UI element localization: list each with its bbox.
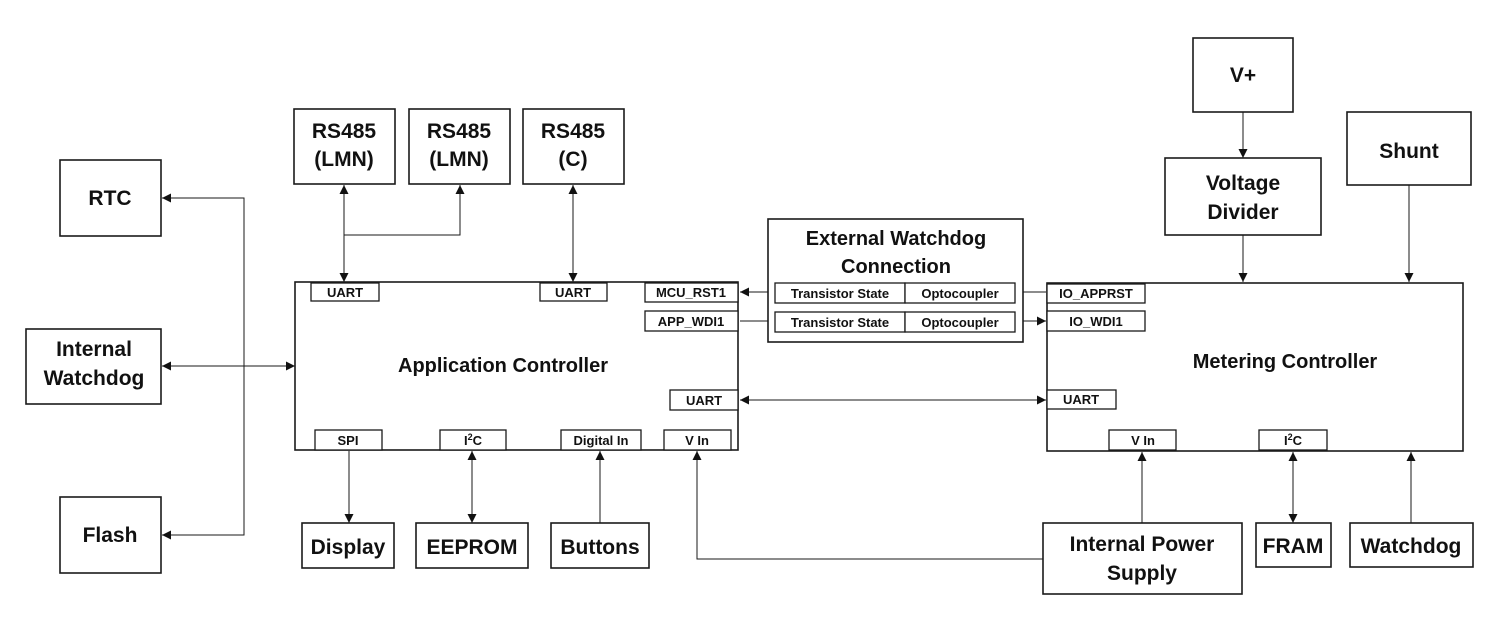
voltage-divider-label-2: Divider [1207,201,1278,224]
rs485-lmn-1-label-1: RS485 [312,120,377,143]
application-controller-label: Application Controller [398,355,608,377]
fram-block: FRAM [1255,522,1332,568]
connectors [162,112,1416,560]
v-in-app-pin: V In [663,429,732,451]
mcu-rst1-pin: MCU_RST1 [644,282,739,303]
transistor-state-cell-2: Transistor State [774,311,906,333]
rs485-c-block: RS485 (C) [522,108,625,185]
fram-label: FRAM [1263,535,1324,558]
external-watchdog-label-1: External Watchdog [806,228,986,250]
digital-in-pin: Digital In [560,429,642,451]
buttons-block: Buttons [550,522,650,569]
watchdog-block: Watchdog [1349,522,1474,568]
metering-controller-label: Metering Controller [1193,351,1378,373]
application-controller-block: Application Controller UART UART MCU_RST… [294,281,739,451]
rs485-lmn-2-label-2: (LMN) [429,148,488,171]
bus-to-flash [162,366,245,540]
rs485-c-label-1: RS485 [541,120,606,143]
watchdog-label: Watchdog [1361,535,1462,558]
flash-block: Flash [59,496,162,574]
app-uart-pin-3: UART [669,389,739,411]
v-in-meter-pin-label: V In [1131,433,1155,448]
spi-pin-label: SPI [338,433,359,448]
io-wdi1-pin: IO_WDI1 [1046,310,1146,332]
optocoupler-1-label: Optocoupler [921,286,998,301]
app-uart-pin-2: UART [539,282,608,302]
eeprom-block: EEPROM [415,522,529,569]
internal-watchdog-label-1: Internal [56,338,132,361]
i2c-app-pin-label: I2C [464,432,483,448]
transistor-state-cell-1: Transistor State [774,282,906,304]
internal-power-supply-label-1: Internal Power [1070,533,1215,556]
shunt-block: Shunt [1346,111,1472,186]
external-watchdog-label-2: Connection [841,256,951,278]
io-apprst-pin: IO_APPRST [1046,283,1146,304]
app-wdi1-pin: APP_WDI1 [644,310,739,332]
meter-uart-pin: UART [1046,389,1117,410]
shunt-label: Shunt [1379,140,1438,163]
voltage-divider-label-1: Voltage [1206,172,1280,195]
transistor-state-2-label: Transistor State [791,315,889,330]
spi-pin: SPI [314,429,383,451]
io-wdi1-pin-label: IO_WDI1 [1069,314,1122,329]
voltage-divider-block: Voltage Divider [1164,157,1322,236]
display-block: Display [301,522,395,569]
app-uart-pin-1-label: UART [327,285,363,300]
app-wdi1-pin-label: APP_WDI1 [658,314,724,329]
v-plus-block: V+ [1192,37,1294,113]
rs485-lmn-1-label-2: (LMN) [314,148,373,171]
rtc-block: RTC [59,159,162,237]
rs485-lmn-2-label-1: RS485 [427,120,492,143]
rs485-c-label-2: (C) [558,148,587,171]
flash-label: Flash [83,524,138,547]
internal-power-supply-block: Internal Power Supply [1042,522,1243,595]
power-to-app-v-in [692,451,1043,560]
io-apprst-pin-label: IO_APPRST [1059,286,1133,301]
optocoupler-cell-2: Optocoupler [904,311,1016,333]
external-watchdog-block: External Watchdog Connection Transistor … [767,218,1024,343]
i2c-app-pin: I2C [439,429,507,451]
i2c-meter-pin: I2C [1258,429,1328,451]
internal-watchdog-label-2: Watchdog [44,367,145,390]
rs485-lmn-block-1: RS485 (LMN) [293,108,396,185]
metering-controller-block: Metering Controller IO_APPRST IO_WDI1 UA… [1046,282,1464,452]
meter-uart-pin-label: UART [1063,392,1099,407]
transistor-state-1-label: Transistor State [791,286,889,301]
app-uart-pin-2-label: UART [555,285,591,300]
optocoupler-2-label: Optocoupler [921,315,998,330]
buttons-label: Buttons [560,536,639,559]
mcu-rst1-pin-label: MCU_RST1 [656,285,726,300]
app-uart-pin-3-label: UART [686,393,722,408]
rs485-lmn-2-link [344,185,465,236]
v-in-meter-pin: V In [1108,429,1177,451]
optocoupler-cell-1: Optocoupler [904,282,1016,304]
digital-in-pin-label: Digital In [574,433,629,448]
display-label: Display [311,536,386,559]
v-in-app-pin-label: V In [685,433,709,448]
rtc-label: RTC [88,187,131,210]
rs485-lmn-block-2: RS485 (LMN) [408,108,511,185]
app-uart-pin-1: UART [310,282,380,302]
internal-power-supply-label-2: Supply [1107,562,1177,585]
v-plus-label: V+ [1230,64,1256,87]
internal-watchdog-block: Internal Watchdog [25,328,162,405]
i2c-meter-pin-label: I2C [1284,432,1303,448]
eeprom-label: EEPROM [426,536,517,559]
bus-to-rtc [162,193,245,366]
